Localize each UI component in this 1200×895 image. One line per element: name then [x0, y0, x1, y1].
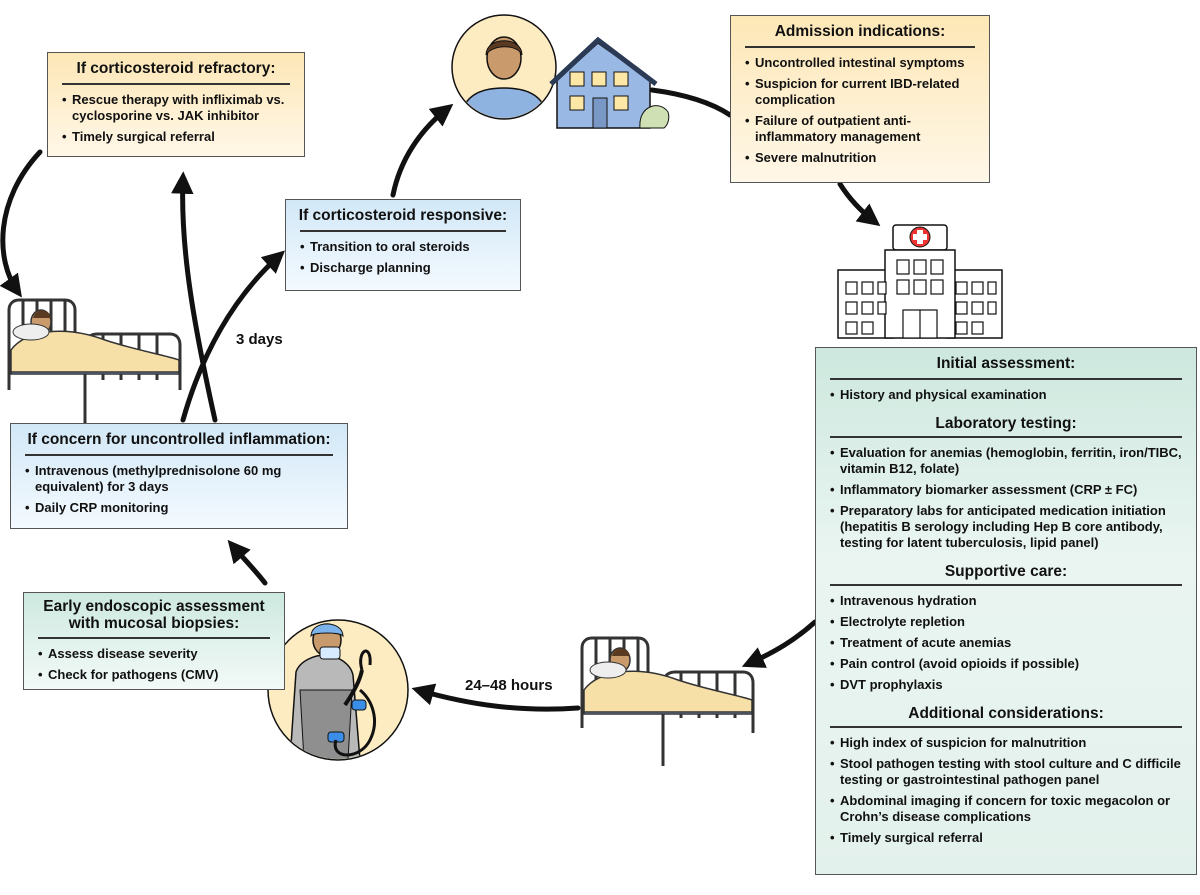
list-item: Electrolyte repletion [830, 614, 1186, 630]
arrow-admission-to-hospital [837, 181, 881, 227]
list-item: Intravenous hydration [830, 593, 1186, 609]
bed-patient-icon [580, 636, 755, 766]
list-item: Uncontrolled intestinal symptoms [745, 55, 979, 71]
list-item: Daily CRP monitoring [25, 500, 337, 516]
arrow-home-to-admission [649, 87, 733, 118]
divider [745, 46, 975, 48]
list-item: Transition to oral steroids [300, 239, 510, 255]
responsive-box: If corticosteroid responsive: Transition… [285, 199, 521, 291]
list-item: Intravenous (methylprednisolone 60 mg eq… [25, 463, 337, 495]
list-item: Suspicion for current IBD-related compli… [745, 76, 979, 108]
arrow-bed-to-endoscopy [411, 683, 581, 712]
arrow-refractory-to-bed [0, 149, 43, 298]
three-days-label: 3 days [236, 331, 283, 348]
list-item: Timely surgical referral [830, 830, 1186, 846]
refractory-list: Rescue therapy with infliximab vs. cyclo… [48, 92, 304, 156]
list-item: Pain control (avoid opioids if possible) [830, 656, 1186, 672]
admission-title: Admission indications: [774, 23, 946, 40]
list-item: Timely surgical referral [62, 129, 294, 145]
list-item: Abdominal imaging if concern for toxic m… [830, 793, 1186, 825]
supportive-care-list: Intravenous hydration Electrolyte replet… [816, 593, 1196, 704]
divider [300, 230, 506, 232]
additional-considerations-list: High index of suspicion for malnutrition… [816, 735, 1196, 857]
list-item: Severe malnutrition [745, 150, 979, 166]
endoscopic-list: Assess disease severity Check for pathog… [24, 646, 284, 694]
endoscopic-box: Early endoscopic assessment with mucosal… [23, 592, 285, 690]
list-item: Failure of outpatient anti-inflammatory … [745, 113, 979, 145]
list-item: Treatment of acute anemias [830, 635, 1186, 651]
endoscopic-title: Early endoscopic assessment with mucosal… [43, 598, 265, 632]
list-item: Assess disease severity [38, 646, 274, 662]
inflammation-title: If concern for uncontrolled inflammation… [27, 431, 331, 448]
endoscopist-icon [267, 619, 409, 761]
divider [830, 378, 1182, 380]
list-item: Evaluation for anemias (hemoglobin, ferr… [830, 445, 1186, 477]
arrow-endoscopy-to-inflammation [227, 539, 268, 586]
list-item: History and physical examination [830, 387, 1186, 403]
list-item: High index of suspicion for malnutrition [830, 735, 1186, 751]
initial-assessment-list: History and physical examination [816, 387, 1196, 414]
responsive-list: Transition to oral steroids Discharge pl… [286, 239, 520, 287]
bed-patient-icon [7, 298, 182, 425]
list-item: Check for pathogens (CMV) [38, 667, 274, 683]
list-item: Preparatory labs for anticipated medicat… [830, 503, 1186, 551]
arrow-assessment-to-bed [741, 619, 818, 668]
responsive-title: If corticosteroid responsive: [298, 207, 508, 224]
supportive-care-title: Supportive care: [944, 563, 1068, 580]
hours-label: 24–48 hours [465, 677, 553, 694]
divider [830, 726, 1182, 728]
arrow-to-responsive [180, 250, 286, 423]
list-item: Inflammatory biomarker assessment (CRP ±… [830, 482, 1186, 498]
refractory-box: If corticosteroid refractory: Rescue the… [47, 52, 305, 157]
arrow-to-refractory [171, 171, 218, 423]
lab-testing-title: Laboratory testing: [935, 415, 1077, 432]
lab-testing-list: Evaluation for anemias (hemoglobin, ferr… [816, 445, 1196, 562]
list-item: Stool pathogen testing with stool cultur… [830, 756, 1186, 788]
divider [25, 454, 333, 456]
refractory-title: If corticosteroid refractory: [76, 60, 276, 77]
inflammation-list: Intravenous (methylprednisolone 60 mg eq… [11, 463, 347, 527]
list-item: Discharge planning [300, 260, 510, 276]
initial-assessment-title: Initial assessment: [936, 355, 1076, 372]
hospital-icon [837, 224, 1003, 339]
list-item: DVT prophylaxis [830, 677, 1186, 693]
patient-home-icon [451, 14, 670, 129]
divider [830, 584, 1182, 586]
list-item: Rescue therapy with infliximab vs. cyclo… [62, 92, 294, 124]
admission-box: Admission indications: Uncontrolled inte… [730, 15, 990, 183]
additional-considerations-title: Additional considerations: [908, 705, 1104, 722]
divider [38, 637, 270, 639]
divider [830, 436, 1182, 438]
inflammation-box: If concern for uncontrolled inflammation… [10, 423, 348, 529]
assessment-box: Initial assessment: History and physical… [815, 347, 1197, 875]
divider [62, 83, 290, 85]
arrow-responsive-to-home [390, 103, 454, 198]
admission-list: Uncontrolled intestinal symptoms Suspici… [731, 55, 989, 177]
